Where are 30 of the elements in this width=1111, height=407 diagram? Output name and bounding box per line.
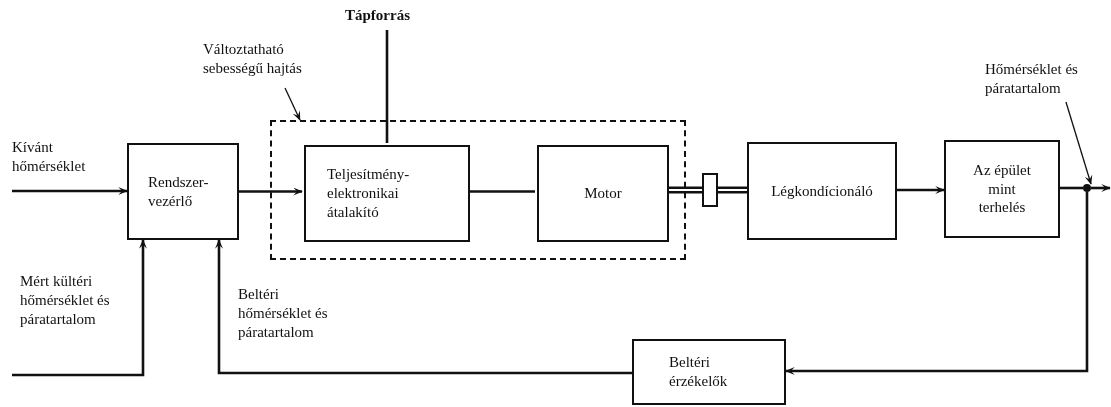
shaft-line xyxy=(718,186,747,194)
leader-line xyxy=(284,87,301,121)
process-box xyxy=(632,339,786,405)
group-heading: Változtatható sebességű hajtás xyxy=(203,40,343,88)
box-label: Az épület mint terhelés xyxy=(972,160,1032,218)
process-box xyxy=(537,145,669,242)
connector-line xyxy=(385,30,389,143)
output-label: Hőmérséklet és páratartalom xyxy=(985,60,1109,102)
arrow xyxy=(215,239,632,375)
arrow xyxy=(12,239,147,377)
dashed-group-border xyxy=(270,120,686,260)
box-label: Rendszer-vezérlő xyxy=(147,172,210,211)
arrow xyxy=(1091,184,1111,192)
box-label: Motor xyxy=(583,184,623,203)
process-box xyxy=(747,142,897,240)
junction-dot xyxy=(1083,184,1091,192)
leader-line xyxy=(1065,101,1093,185)
coupling-symbol xyxy=(702,173,718,207)
process-box xyxy=(127,143,239,240)
process-box xyxy=(944,140,1060,238)
box-label: Légkondícionáló xyxy=(770,181,874,201)
box-label: Beltéri érzékelők xyxy=(668,353,729,391)
arrow xyxy=(239,187,303,196)
arrow xyxy=(785,192,1089,375)
arrow xyxy=(12,187,128,195)
arrow xyxy=(897,186,945,194)
power-source-label: Tápforrás xyxy=(345,6,429,30)
box-label: Teljesítmény-elektronikai átalakító xyxy=(327,165,411,222)
connector-line xyxy=(1060,186,1083,190)
process-box xyxy=(304,145,470,242)
